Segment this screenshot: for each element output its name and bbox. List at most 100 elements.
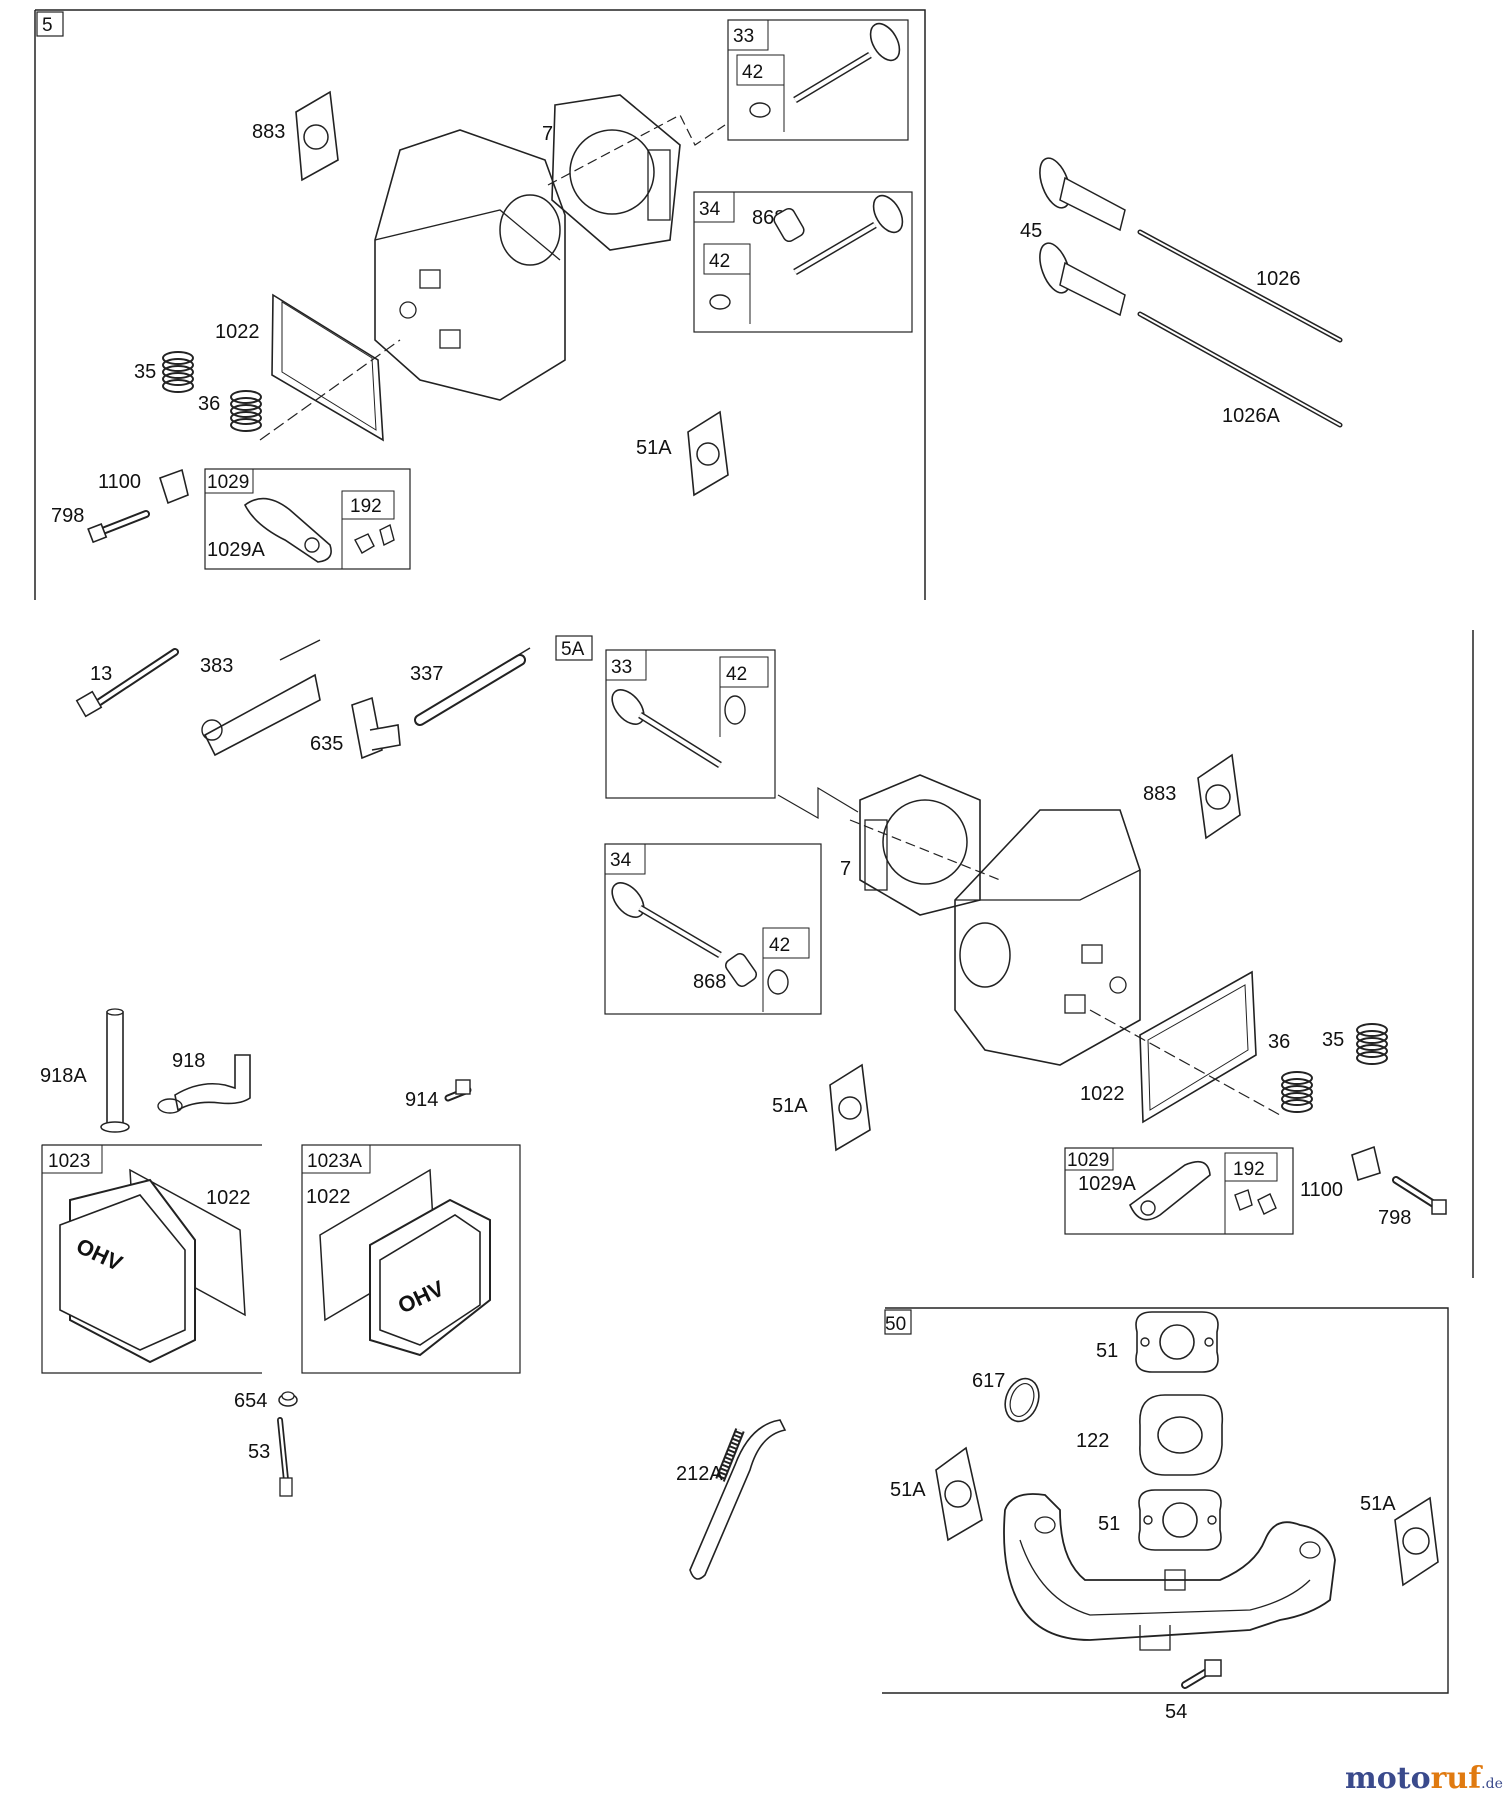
spark-plug-337 [414,647,531,726]
valve-33-mid [611,689,746,768]
group-42-mid2-tag: 42 [769,935,790,956]
section-5: 5 33 42 34 42 868 [34,9,926,600]
gasket-51-a [1135,1311,1219,1373]
label-1029a-mid: 1029A [1078,1173,1136,1195]
gasket-51a-top [687,410,729,497]
adapter-122 [1139,1394,1224,1476]
gasket-51a-left [935,1446,983,1542]
label-7-mid: 7 [840,858,851,880]
cylinder-head-top [374,129,566,401]
bolt-798-mid [1392,1176,1447,1215]
bolt-54 [1181,1659,1222,1689]
label-122: 122 [1076,1430,1109,1452]
valve-cover-1023a: 1023A 1022 OHV [301,1144,521,1374]
tappets-45 [1039,157,1126,317]
label-13: 13 [90,663,112,685]
label-1022-c1: 1022 [206,1187,251,1209]
valve-34-top [709,194,904,310]
label-7-top: 7 [542,123,553,145]
group-1023a-tag: 1023A [307,1151,362,1172]
watermark-tld: .de [1481,1776,1503,1792]
label-798-top: 798 [51,505,84,527]
label-883-mid: 883 [1143,783,1176,805]
label-617: 617 [972,1370,1005,1392]
boot-635 [351,696,401,760]
gasket-51a-right [1394,1496,1439,1587]
label-383: 383 [200,655,233,677]
label-1022-top: 1022 [215,321,260,343]
section-50-tag: 50 [885,1314,906,1335]
group-1023-tag: 1023 [48,1151,90,1172]
link-212a [689,1419,787,1580]
pushrod-1026a [1137,311,1343,428]
label-1100-mid: 1100 [1300,1179,1343,1201]
section-5a: 5A 33 42 34 42 868 [555,630,1474,1278]
label-1100-top: 1100 [98,471,141,493]
head-gasket-7-top [551,94,681,251]
label-1022-c2: 1022 [306,1186,351,1208]
label-1022-mid: 1022 [1080,1083,1125,1105]
gasket-51-b [1138,1489,1222,1551]
label-36-top: 36 [198,393,220,415]
label-51-a: 51 [1096,1340,1118,1362]
ignition-383 [201,639,321,757]
svg-text:motoruf.de: motoruf.de [1345,1761,1503,1796]
section-5a-tag: 5A [561,639,585,660]
seal-617 [1004,1377,1040,1423]
spring-35-mid [1356,1023,1388,1065]
label-35-top: 35 [134,361,156,383]
watermark-brand-a: moto [1345,1761,1431,1796]
head-gasket-7-mid [859,774,981,916]
pushrod-guide-1100-mid [1351,1145,1381,1182]
valve-cover-gasket-1022-top [271,293,384,442]
label-868-mid: 868 [693,971,726,993]
group-42-top2-tag: 42 [709,251,730,272]
gasket-51a-mid [829,1063,871,1152]
tube-918a [100,1008,130,1133]
label-51-b: 51 [1098,1513,1120,1535]
head-bolt-13 [75,648,179,718]
screw-914 [444,1079,472,1102]
gasket-883-mid [1197,753,1241,840]
nut-654 [278,1391,298,1407]
pushrod-1026 [1137,229,1343,343]
label-337: 337 [410,663,443,685]
group-33-mid-tag: 33 [611,657,632,678]
label-798-mid: 798 [1378,1207,1411,1229]
stud-53 [277,1417,293,1497]
spring-35-top [162,351,194,393]
group-192-top-tag: 192 [350,496,382,517]
valve-cover-gasket-1022-mid [1139,970,1257,1124]
group-192-mid-tag: 192 [1233,1159,1265,1180]
group-34-top-tag: 34 [699,199,721,220]
label-51a-mid: 51A [772,1095,808,1117]
label-51a-right: 51A [1360,1493,1396,1515]
label-51a-top: 51A [636,437,672,459]
group-34-mid-tag: 34 [610,850,632,871]
label-883-top: 883 [252,121,285,143]
label-35-mid: 35 [1322,1029,1344,1051]
hose-918 [157,1054,251,1114]
label-918: 918 [172,1050,205,1072]
spring-36-top [230,390,262,432]
exhaust-manifold [1003,1493,1336,1651]
label-45: 45 [1020,220,1042,242]
label-1026a: 1026A [1222,405,1280,427]
label-1029a-top: 1029A [207,539,265,561]
watermark-logo: motoruf.de [1345,1761,1503,1796]
pushrod-guide-1100-top [159,468,189,505]
label-914: 914 [405,1089,438,1111]
label-53: 53 [248,1441,270,1463]
group-33-top-tag: 33 [733,26,754,47]
group-42-mid-tag: 42 [726,664,747,685]
label-654: 654 [234,1390,267,1412]
spring-36-mid [1281,1071,1313,1113]
group-42-top-tag: 42 [742,62,763,83]
cylinder-head-mid [954,809,1141,1066]
group-1029-mid-tag: 1029 [1067,1150,1109,1171]
label-212a: 212A [676,1463,723,1485]
bolt-798-top [88,514,146,542]
section-5-tag: 5 [42,15,53,36]
watermark-brand-b: ruf [1431,1761,1484,1796]
